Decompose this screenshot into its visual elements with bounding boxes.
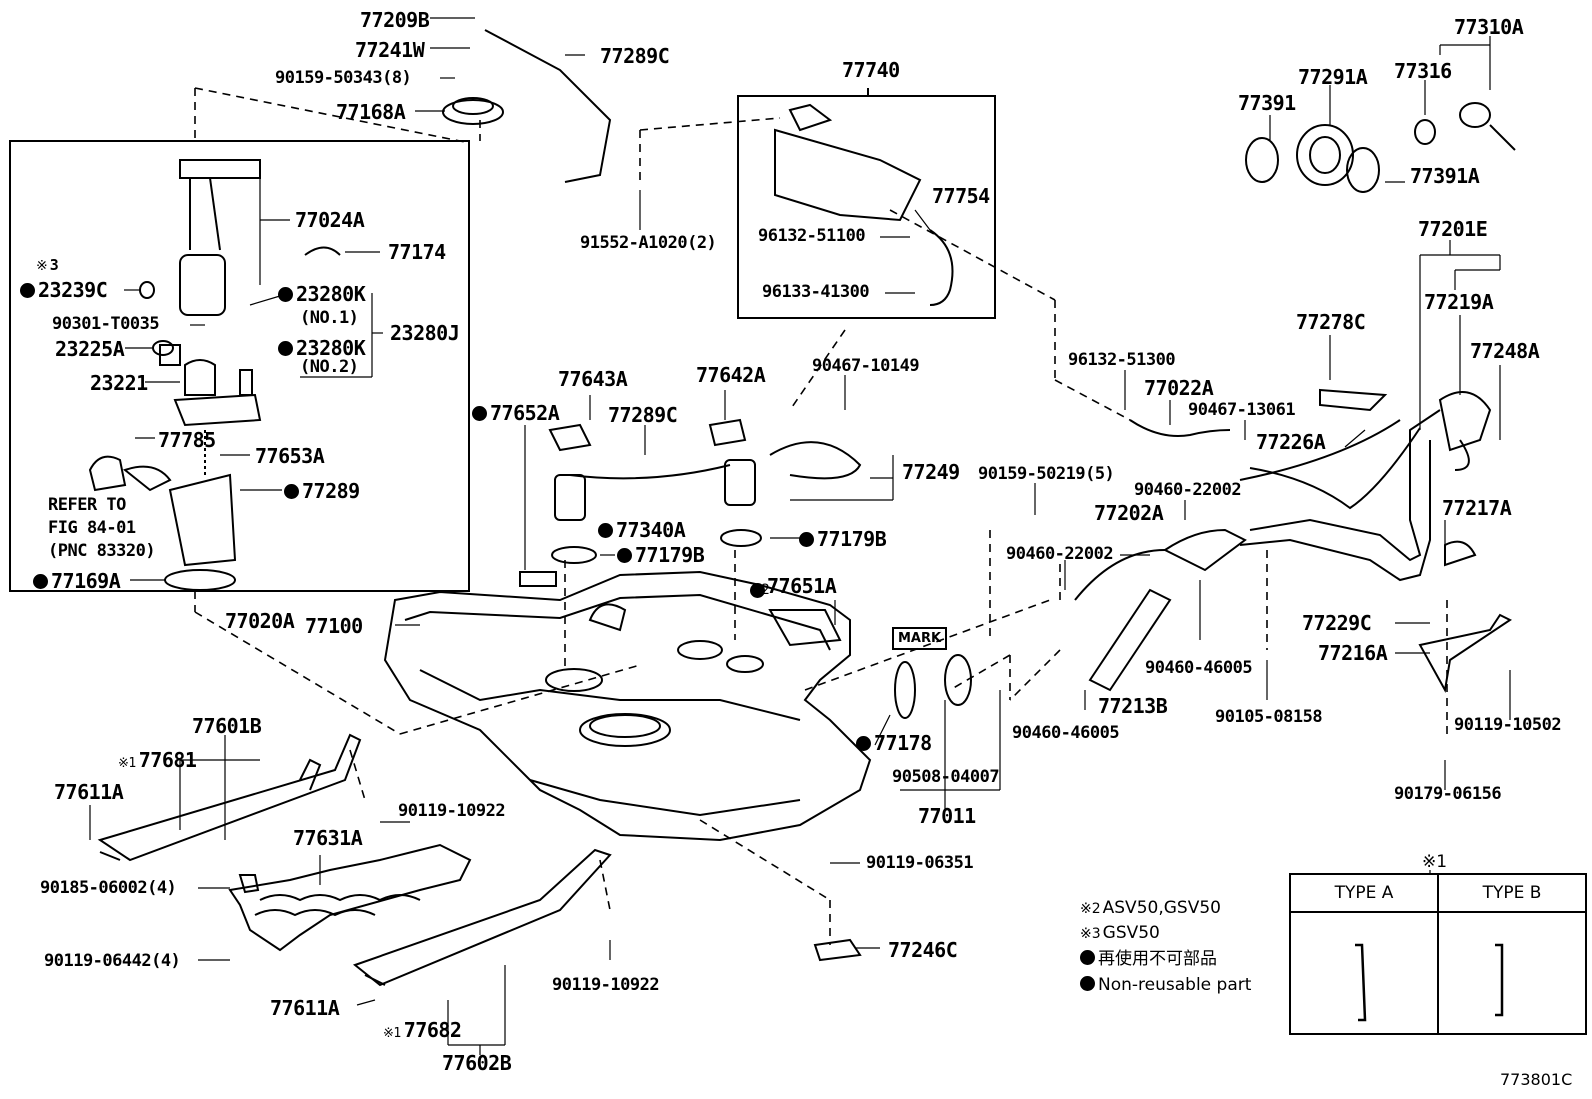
part-90460-22002-a: 90460-22002 bbox=[1134, 480, 1242, 500]
part-23280J: 23280J bbox=[390, 321, 460, 345]
part-no1: (NO.1) bbox=[300, 308, 359, 328]
type-b-header: TYPE B bbox=[1436, 873, 1588, 913]
part-77178: 77178 bbox=[856, 733, 932, 753]
type-table: TYPE A TYPE B bbox=[1289, 873, 1588, 1035]
part-77289C-top: 77289C bbox=[600, 44, 670, 68]
part-90105-08158: 90105-08158 bbox=[1215, 707, 1323, 727]
part-77011: 77011 bbox=[918, 804, 976, 828]
part-77310A: 77310A bbox=[1454, 15, 1524, 39]
part-23280K-2: 23280K bbox=[278, 338, 366, 358]
part-77226A: 77226A bbox=[1256, 430, 1326, 454]
part-90119-10922-a: 90119-10922 bbox=[398, 801, 506, 821]
part-77643A: 77643A bbox=[558, 367, 628, 391]
legend-note3: GSV50 bbox=[1080, 925, 1160, 942]
part-77100: 77100 bbox=[305, 614, 363, 638]
part-77249: 77249 bbox=[902, 460, 960, 484]
part-77024A: 77024A bbox=[295, 208, 365, 232]
part-90467-13061: 90467-13061 bbox=[1188, 400, 1296, 420]
part-23225A: 23225A bbox=[55, 337, 125, 361]
part-77602B: 77602B bbox=[442, 1051, 512, 1075]
part-77391: 77391 bbox=[1238, 91, 1296, 115]
part-90119-10922-b: 90119-10922 bbox=[552, 975, 660, 995]
mark-box: MARK bbox=[892, 627, 948, 650]
part-77020A: 77020A bbox=[225, 609, 295, 633]
part-96132-51100: 96132-51100 bbox=[758, 226, 866, 246]
legend-nonreusable-en: Non-reusable part bbox=[1080, 976, 1251, 994]
part-90185-06002: 90185-06002(4) bbox=[40, 878, 177, 898]
part-96132-51300: 96132-51300 bbox=[1068, 350, 1176, 370]
part-77213B: 77213B bbox=[1098, 694, 1168, 718]
part-77651A: 77651A bbox=[750, 576, 837, 598]
part-77291A: 77291A bbox=[1298, 65, 1368, 89]
part-77611A-b: 77611A bbox=[270, 996, 340, 1020]
part-77740: 77740 bbox=[842, 58, 900, 82]
type-b-cell bbox=[1436, 911, 1588, 1035]
part-90460-22002-b: 90460-22002 bbox=[1006, 544, 1114, 564]
part-77241W: 77241W bbox=[355, 38, 425, 62]
part-91552-A1020: 91552-A1020(2) bbox=[580, 233, 717, 253]
part-90460-46005-b: 90460-46005 bbox=[1012, 723, 1120, 743]
part-23280K-1: 23280K bbox=[278, 284, 366, 304]
part-77682: 77682 bbox=[383, 1020, 462, 1040]
part-77229C: 77229C bbox=[1302, 611, 1372, 635]
part-77653A: 77653A bbox=[255, 444, 325, 468]
part-77179B-a: 77179B bbox=[617, 545, 705, 565]
part-77179B-b: 77179B bbox=[799, 529, 887, 549]
type-a-cell bbox=[1289, 911, 1439, 1035]
part-77289: 77289 bbox=[284, 481, 360, 501]
part-77611A-a: 77611A bbox=[54, 780, 124, 804]
part-77248A: 77248A bbox=[1470, 339, 1540, 363]
refer-line3: (PNC 83320) bbox=[48, 541, 156, 561]
part-23239C: 23239C bbox=[20, 280, 108, 300]
legend-nonreusable-jp: 再使用不可部品 bbox=[1080, 950, 1217, 968]
part-77391A: 77391A bbox=[1410, 164, 1480, 188]
part-90460-46005-a: 90460-46005 bbox=[1145, 658, 1253, 678]
part-77216A: 77216A bbox=[1318, 641, 1388, 665]
part-96133-41300: 96133-41300 bbox=[762, 282, 870, 302]
part-77754: 77754 bbox=[932, 184, 990, 208]
part-77201E: 77201E bbox=[1418, 217, 1488, 241]
part-77174: 77174 bbox=[388, 240, 446, 264]
part-77209B: 77209B bbox=[360, 8, 430, 32]
part-77340A: 77340A bbox=[598, 520, 686, 540]
part-77246C: 77246C bbox=[888, 938, 958, 962]
part-77652A: 77652A bbox=[472, 403, 560, 423]
part-77219A: 77219A bbox=[1424, 290, 1494, 314]
legend-note2: ASV50,GSV50 bbox=[1080, 900, 1221, 917]
part-77168A: 77168A bbox=[336, 100, 406, 124]
part-77681: 77681 bbox=[118, 750, 197, 770]
part-90119-10502: 90119-10502 bbox=[1454, 715, 1562, 735]
part-90119-06351: 90119-06351 bbox=[866, 853, 974, 873]
part-77601B: 77601B bbox=[192, 714, 262, 738]
part-90508-04007: 90508-04007 bbox=[892, 767, 1000, 787]
part-23221: 23221 bbox=[90, 371, 148, 395]
part-90467-10149: 90467-10149 bbox=[812, 356, 920, 376]
part-90179-06156: 90179-06156 bbox=[1394, 784, 1502, 804]
types-note-title: ※1 bbox=[1422, 852, 1448, 872]
refer-line1: REFER TO bbox=[48, 495, 126, 515]
part-90159-50219: 90159-50219(5) bbox=[978, 464, 1115, 484]
type-a-header: TYPE A bbox=[1289, 873, 1439, 913]
part-77202A: 77202A bbox=[1094, 501, 1164, 525]
part-90119-06442: 90119-06442(4) bbox=[44, 951, 181, 971]
note3-marker: 3 bbox=[36, 258, 59, 273]
figure-id: 773801C bbox=[1500, 1070, 1573, 1089]
part-90301-T0035: 90301-T0035 bbox=[52, 314, 160, 334]
part-no2: (NO.2) bbox=[300, 357, 359, 377]
part-77289C-mid: 77289C bbox=[608, 403, 678, 427]
part-77217A: 77217A bbox=[1442, 496, 1512, 520]
part-77316: 77316 bbox=[1394, 59, 1452, 83]
part-77169A: 77169A bbox=[33, 571, 121, 591]
refer-line2: FIG 84-01 bbox=[48, 518, 136, 538]
part-77642A: 77642A bbox=[696, 363, 766, 387]
part-77785: 77785 bbox=[158, 428, 216, 452]
part-77278C: 77278C bbox=[1296, 310, 1366, 334]
part-77631A: 77631A bbox=[293, 826, 363, 850]
part-90159-50343: 90159-50343(8) bbox=[275, 68, 412, 88]
part-77022A: 77022A bbox=[1144, 376, 1214, 400]
